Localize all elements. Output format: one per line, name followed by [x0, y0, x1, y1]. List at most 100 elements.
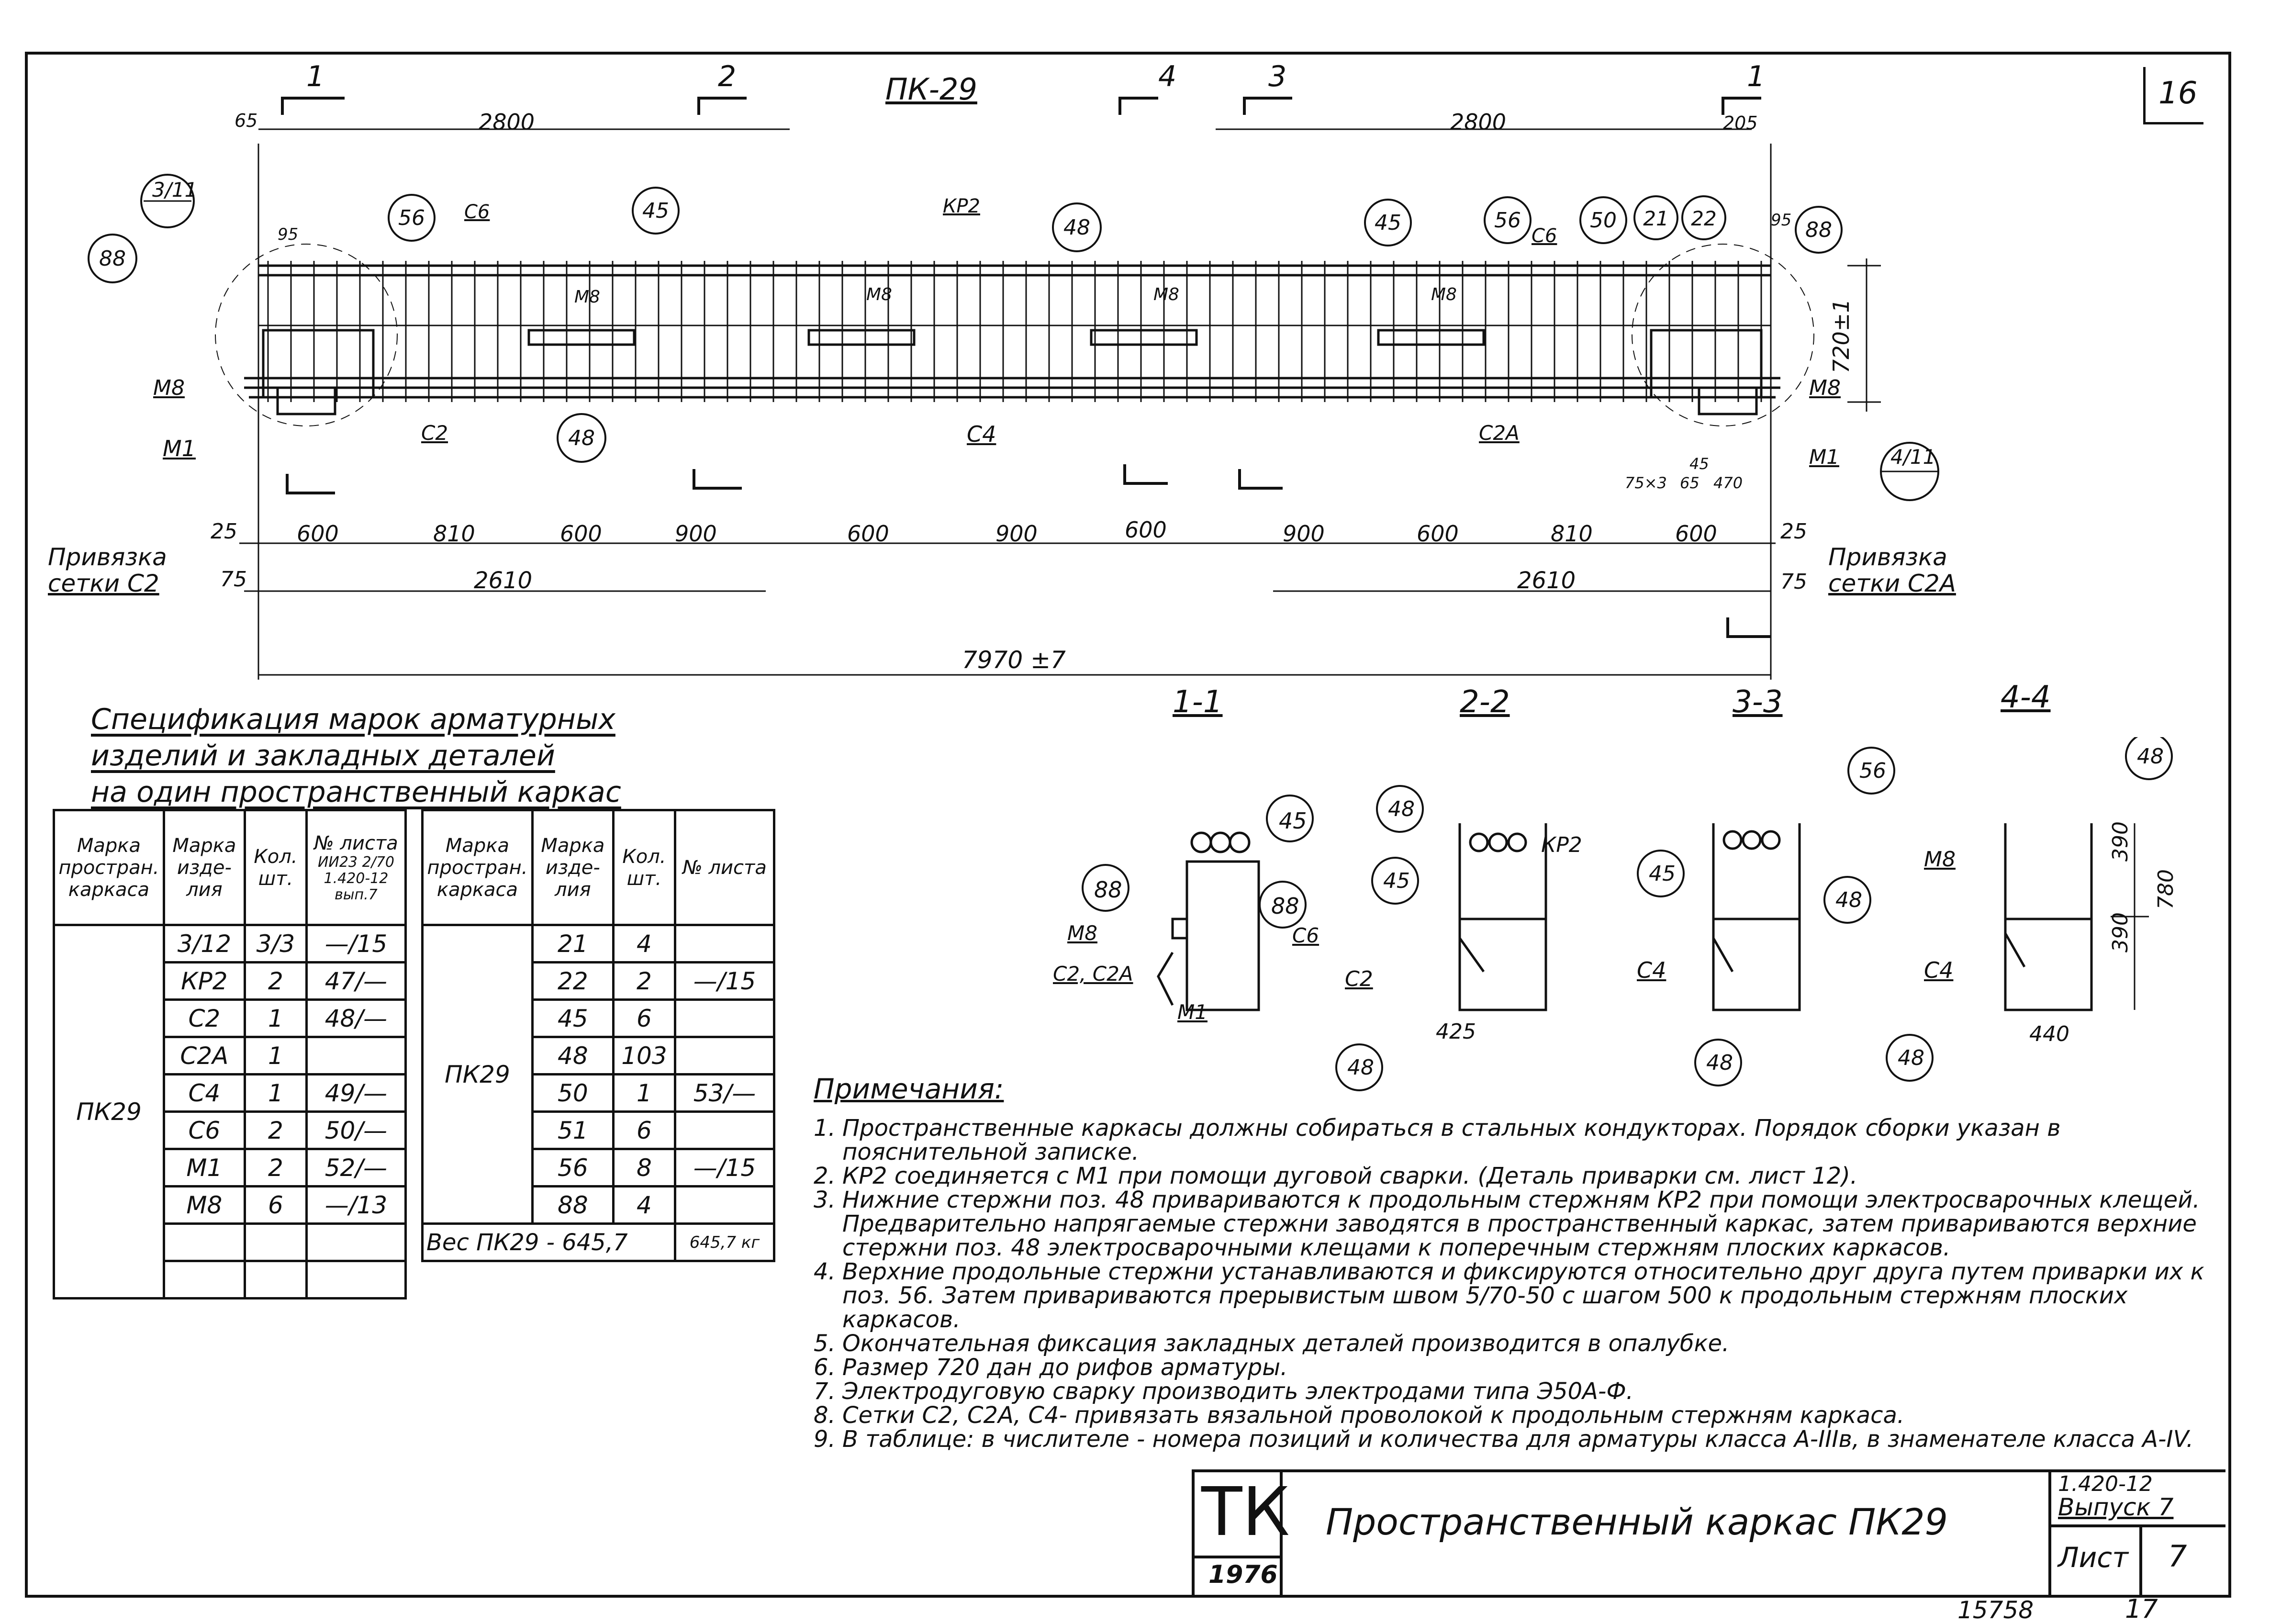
- spec-title-line-1: Спецификация марок арматурных: [91, 703, 615, 736]
- callout-48-s2-bottom: [1335, 1043, 1383, 1091]
- table-cell-empty: [162, 1222, 246, 1262]
- callout-88-right: [1795, 206, 1843, 254]
- elevation-title: ПК-29: [885, 72, 977, 107]
- plate-m8-2: [807, 329, 916, 346]
- logo-box: [1192, 1469, 1283, 1595]
- table-cell: 1: [243, 1073, 308, 1113]
- s3-label-c4: С4: [1637, 957, 1666, 983]
- spec-title: Спецификация марок арматурных изделий и …: [91, 701, 694, 810]
- sheet-number: 16: [2158, 76, 2198, 111]
- dim-810-b: 810: [1551, 521, 1593, 547]
- dim-95-left: 95: [278, 225, 299, 244]
- table-cell: 50/—: [305, 1110, 407, 1150]
- callout-48-s2-top: [1376, 785, 1424, 833]
- callout-text-56-left: 56: [398, 206, 425, 230]
- table-cell-empty: [243, 1260, 308, 1299]
- callout-text-88-left: 88: [99, 246, 126, 271]
- dim-95-right: 95: [1771, 211, 1792, 230]
- plate-m1-left: [276, 386, 336, 415]
- dim-45: 45: [1689, 455, 1709, 473]
- right-stamp: [2048, 1469, 2225, 1595]
- table-cell: 53/—: [674, 1073, 775, 1113]
- s3-label-48-bottom: 48: [1706, 1051, 1733, 1075]
- note-num: 9.: [814, 1426, 836, 1453]
- dim-900-b: 900: [995, 521, 1038, 547]
- stirrups: [267, 261, 1762, 402]
- binding-left-line1: Привязка: [48, 543, 167, 571]
- dim-600-e: 600: [1417, 521, 1459, 547]
- callout-21: [1633, 195, 1678, 240]
- dim-2610-right: 2610: [1517, 567, 1576, 594]
- logo: ТК: [1201, 1473, 1290, 1551]
- table-cell: —/15: [674, 1148, 775, 1187]
- s2-label-48-bottom: 48: [1347, 1055, 1374, 1080]
- note-item: 7.Электродуговую сварку производить элек…: [814, 1379, 2211, 1403]
- callout-56-right: [1484, 196, 1532, 244]
- s2-label-425: 425: [1436, 1019, 1476, 1044]
- note-num: 4.: [814, 1258, 836, 1285]
- section-marker-2-bottom: [693, 469, 742, 490]
- dim-total-7970: 7970 ±7: [962, 646, 1066, 674]
- section-title-2-2: 2-2: [1460, 684, 1510, 720]
- label-c4: С4: [967, 421, 996, 447]
- s4-label-390a: 390: [2108, 821, 2133, 862]
- s4-label-780: 780: [2154, 869, 2178, 909]
- callout-text-48-bottom: 48: [568, 426, 595, 450]
- note-text: Размер 720 дан до рифов арматуры.: [842, 1354, 1288, 1381]
- note-item: 9.В таблице: в числителе - номера позици…: [814, 1427, 2211, 1451]
- col-header-mark: Марка простран. каркаса: [53, 809, 165, 926]
- table-cell: 1: [612, 1073, 677, 1113]
- logo-divider: [1192, 1556, 1283, 1558]
- end-plate-right: [1650, 329, 1763, 399]
- table-cell: —/15: [674, 961, 775, 1001]
- note-item: 5.Окончательная фиксация закладных детал…: [814, 1332, 2211, 1355]
- callout-22: [1681, 195, 1726, 240]
- bar-45-f: [1507, 832, 1527, 852]
- table-cell: 6: [612, 1110, 677, 1150]
- notes-title: Примечания:: [814, 1073, 1004, 1105]
- bar-56-a: [1722, 830, 1743, 850]
- table-cell: С4: [162, 1073, 246, 1113]
- note-text: В таблице: в числителе - номера позиций …: [842, 1426, 2194, 1453]
- section-marker-1-lower: [1726, 617, 1771, 638]
- section-2-cage: [1458, 918, 1547, 1011]
- callout-50: [1579, 196, 1627, 244]
- s4-label-440: 440: [2029, 1022, 2069, 1046]
- section-1-m8: [1171, 918, 1188, 940]
- callout-48-top: [1052, 202, 1102, 252]
- table-cell: 21: [531, 924, 615, 963]
- stamp-number: 15758: [1957, 1596, 2034, 1624]
- table-cell: 49/—: [305, 1073, 407, 1113]
- section-marker-1-top: [281, 97, 345, 115]
- series: 1.420-12: [2058, 1472, 2153, 1496]
- col-header-sheet-text: № листа: [314, 832, 398, 854]
- table-cell: [305, 1036, 407, 1075]
- right-stamp-vdivider: [2139, 1524, 2142, 1595]
- section-marker-4-top: [1118, 97, 1158, 115]
- label-m8-2: М8: [866, 285, 892, 304]
- note-num: 6.: [814, 1354, 836, 1381]
- callout-88-left: [88, 234, 137, 283]
- sheet-number-box: [2143, 67, 2203, 124]
- table-cell: 48/—: [305, 998, 407, 1038]
- table-cell: 2: [243, 961, 308, 1001]
- table-cell: М8: [162, 1185, 246, 1225]
- spec-title-line-2: изделий и закладных деталей: [91, 739, 555, 773]
- bar-56-c: [1761, 830, 1781, 850]
- section-marker-4-bottom: [1123, 464, 1168, 485]
- col-header-sheet-sub: ИИ23 2/70 1.420-12 вып.7: [311, 854, 402, 903]
- plate-m8-1: [527, 329, 636, 346]
- table-cell: М1: [162, 1148, 246, 1187]
- section-marker-3-bottom: [1238, 469, 1283, 490]
- table-cell: 6: [243, 1185, 308, 1225]
- table-cell: —/13: [305, 1185, 407, 1225]
- drawing-title: Пространственный каркас ПК29: [1326, 1501, 1948, 1543]
- note-num: 8.: [814, 1402, 836, 1429]
- section-marker-3-top: [1243, 97, 1292, 115]
- dim-25-right: 25: [1780, 519, 1807, 544]
- label-c2: С2: [421, 421, 448, 445]
- s3-label-56: 56: [1859, 759, 1886, 783]
- callout-56-left: [388, 194, 436, 242]
- label-m1-left: М1: [163, 436, 196, 461]
- table-cell: 103: [612, 1036, 677, 1075]
